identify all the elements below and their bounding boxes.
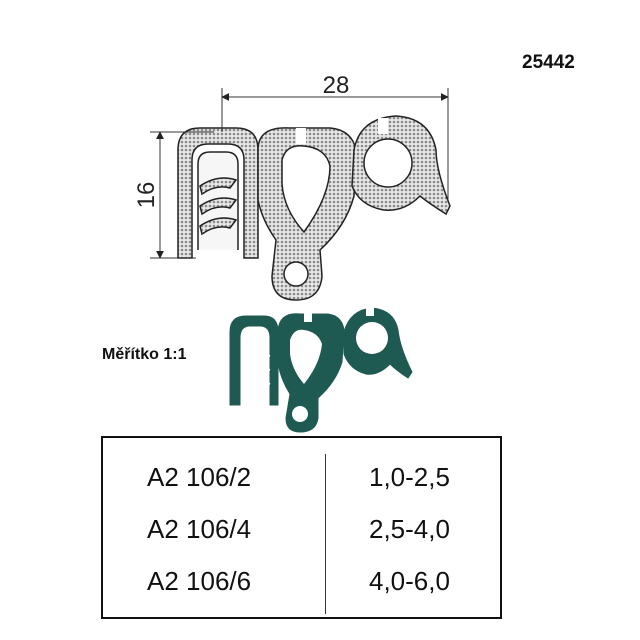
table-row: A2 106/4 2,5-4,0	[103, 514, 500, 554]
dimension-height	[150, 131, 214, 259]
dimension-width-label: 28	[323, 72, 350, 99]
seal-profile-section	[177, 115, 451, 301]
scale-profile	[229, 306, 413, 433]
middle-bulb-hole	[281, 145, 331, 234]
range-cell: 4,0-6,0	[369, 566, 450, 596]
part-number: 25442	[522, 52, 575, 73]
u-clip-body	[177, 127, 259, 259]
table-row: A2 106/2 1,0-2,5	[103, 462, 500, 502]
gap-marker	[296, 128, 306, 144]
scale-label: Měřítko 1:1	[102, 346, 187, 363]
model-cell: A2 106/4	[147, 514, 252, 544]
model-cell: A2 106/2	[147, 462, 252, 492]
range-cell: 1,0-2,5	[369, 462, 450, 492]
gripping-lips	[199, 177, 238, 236]
ring-hole	[283, 261, 309, 287]
model-cell: A2 106/6	[147, 566, 252, 596]
dimension-height-label: 16	[133, 182, 160, 209]
dimension-width	[221, 88, 449, 200]
right-tube-hole	[363, 138, 413, 188]
table-column-divider	[325, 454, 326, 614]
spec-table: A2 106/2 1,0-2,5 A2 106/4 2,5-4,0 A2 106…	[101, 436, 502, 619]
gap-marker	[378, 118, 388, 134]
table-row: A2 106/6 4,0-6,0	[103, 566, 500, 606]
range-cell: 2,5-4,0	[369, 514, 450, 544]
